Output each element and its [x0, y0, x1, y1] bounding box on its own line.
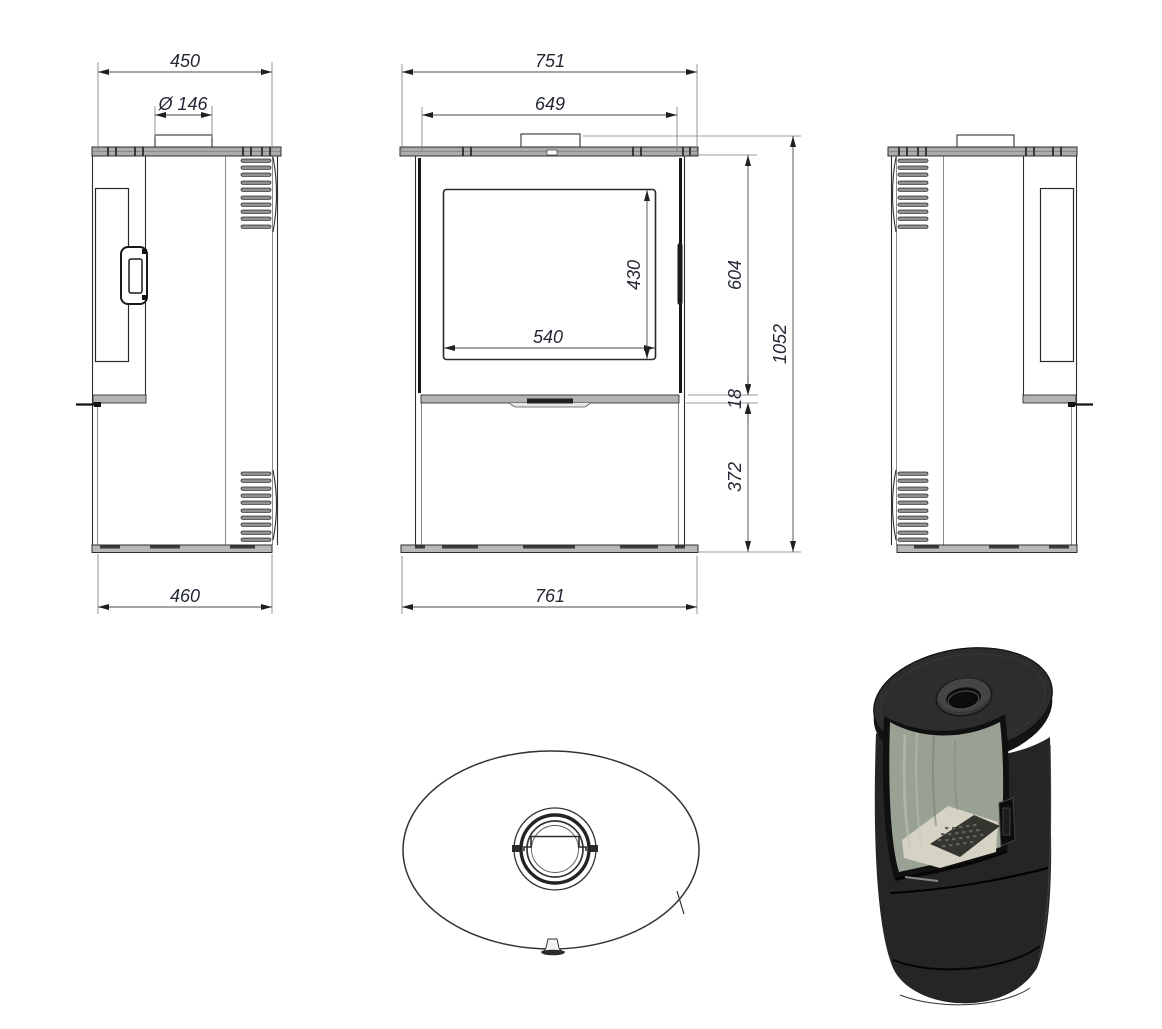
left-door-handle	[120, 246, 148, 305]
front-view: 751 649 540 430 604	[399, 51, 801, 614]
damper-pivot-left	[512, 845, 520, 852]
dim-left-top-width: 450	[97, 51, 273, 150]
dim-label-1052: 1052	[770, 324, 790, 364]
dim-label-450: 450	[170, 51, 200, 71]
left-bottom-vent-grille	[240, 469, 278, 542]
dim-label-604: 604	[725, 260, 745, 290]
dim-label-460: 460	[170, 586, 200, 606]
top-view-hinge-mark	[676, 890, 685, 915]
dim-front-upper-height: 604	[688, 154, 758, 396]
dim-label-761: 761	[535, 586, 565, 606]
left-base	[91, 544, 273, 553]
top-view-knob	[540, 938, 566, 956]
left-side-structure	[76, 134, 282, 553]
top-view-flue	[512, 807, 598, 891]
right-bottom-vent-grille	[891, 469, 929, 542]
stove-3d-render	[873, 647, 1053, 1006]
dim-label-372: 372	[725, 462, 745, 492]
right-base	[896, 544, 1078, 553]
dim-label-flue: Ø 146	[157, 94, 208, 114]
right-door-recess	[1039, 187, 1075, 363]
front-flue-collar	[520, 133, 581, 148]
dim-label-430: 430	[624, 260, 644, 290]
dim-left-flue-diameter: Ø 146	[154, 94, 213, 137]
render-glass-door	[882, 714, 1010, 881]
top-view	[402, 750, 700, 956]
right-flue-collar	[956, 134, 1015, 148]
dim-label-540: 540	[533, 327, 563, 347]
dim-label-649: 649	[535, 94, 565, 114]
front-base	[400, 544, 699, 553]
render-latch-accent	[904, 876, 939, 882]
front-door-handle	[677, 243, 683, 305]
right-top-vent-grille	[891, 156, 929, 233]
render-lower-seam	[889, 867, 1049, 894]
render-plinth-seam	[892, 945, 1041, 971]
front-glass-window	[442, 188, 657, 361]
dim-label-18: 18	[725, 389, 745, 409]
right-side-view	[887, 134, 1093, 553]
dim-front-door-band: 18	[686, 374, 758, 424]
left-top-vent-grille	[240, 156, 278, 233]
dim-label-751: 751	[535, 51, 565, 71]
dim-front-top-width: 751	[401, 51, 698, 152]
front-band-latch	[527, 398, 573, 404]
dim-front-base-width: 761	[401, 556, 698, 614]
dim-left-base-width: 460	[97, 554, 273, 614]
left-flue-collar	[154, 134, 213, 148]
dim-front-total-height: 1052	[583, 135, 801, 553]
top-view-damper	[523, 835, 587, 851]
dim-front-glass-height: 430	[624, 190, 650, 359]
left-door-band	[92, 394, 147, 404]
right-door-band	[1022, 394, 1077, 404]
dim-front-body-width: 649	[421, 94, 678, 152]
dim-front-lower-height: 372	[725, 403, 751, 552]
left-side-view: 450 Ø 146 460	[76, 51, 282, 614]
damper-pivot-right	[590, 845, 598, 852]
top-view-body-outline	[402, 750, 700, 950]
render-grate	[930, 815, 1000, 857]
render-flue-collar	[935, 677, 993, 717]
render-door-handle	[998, 797, 1016, 847]
